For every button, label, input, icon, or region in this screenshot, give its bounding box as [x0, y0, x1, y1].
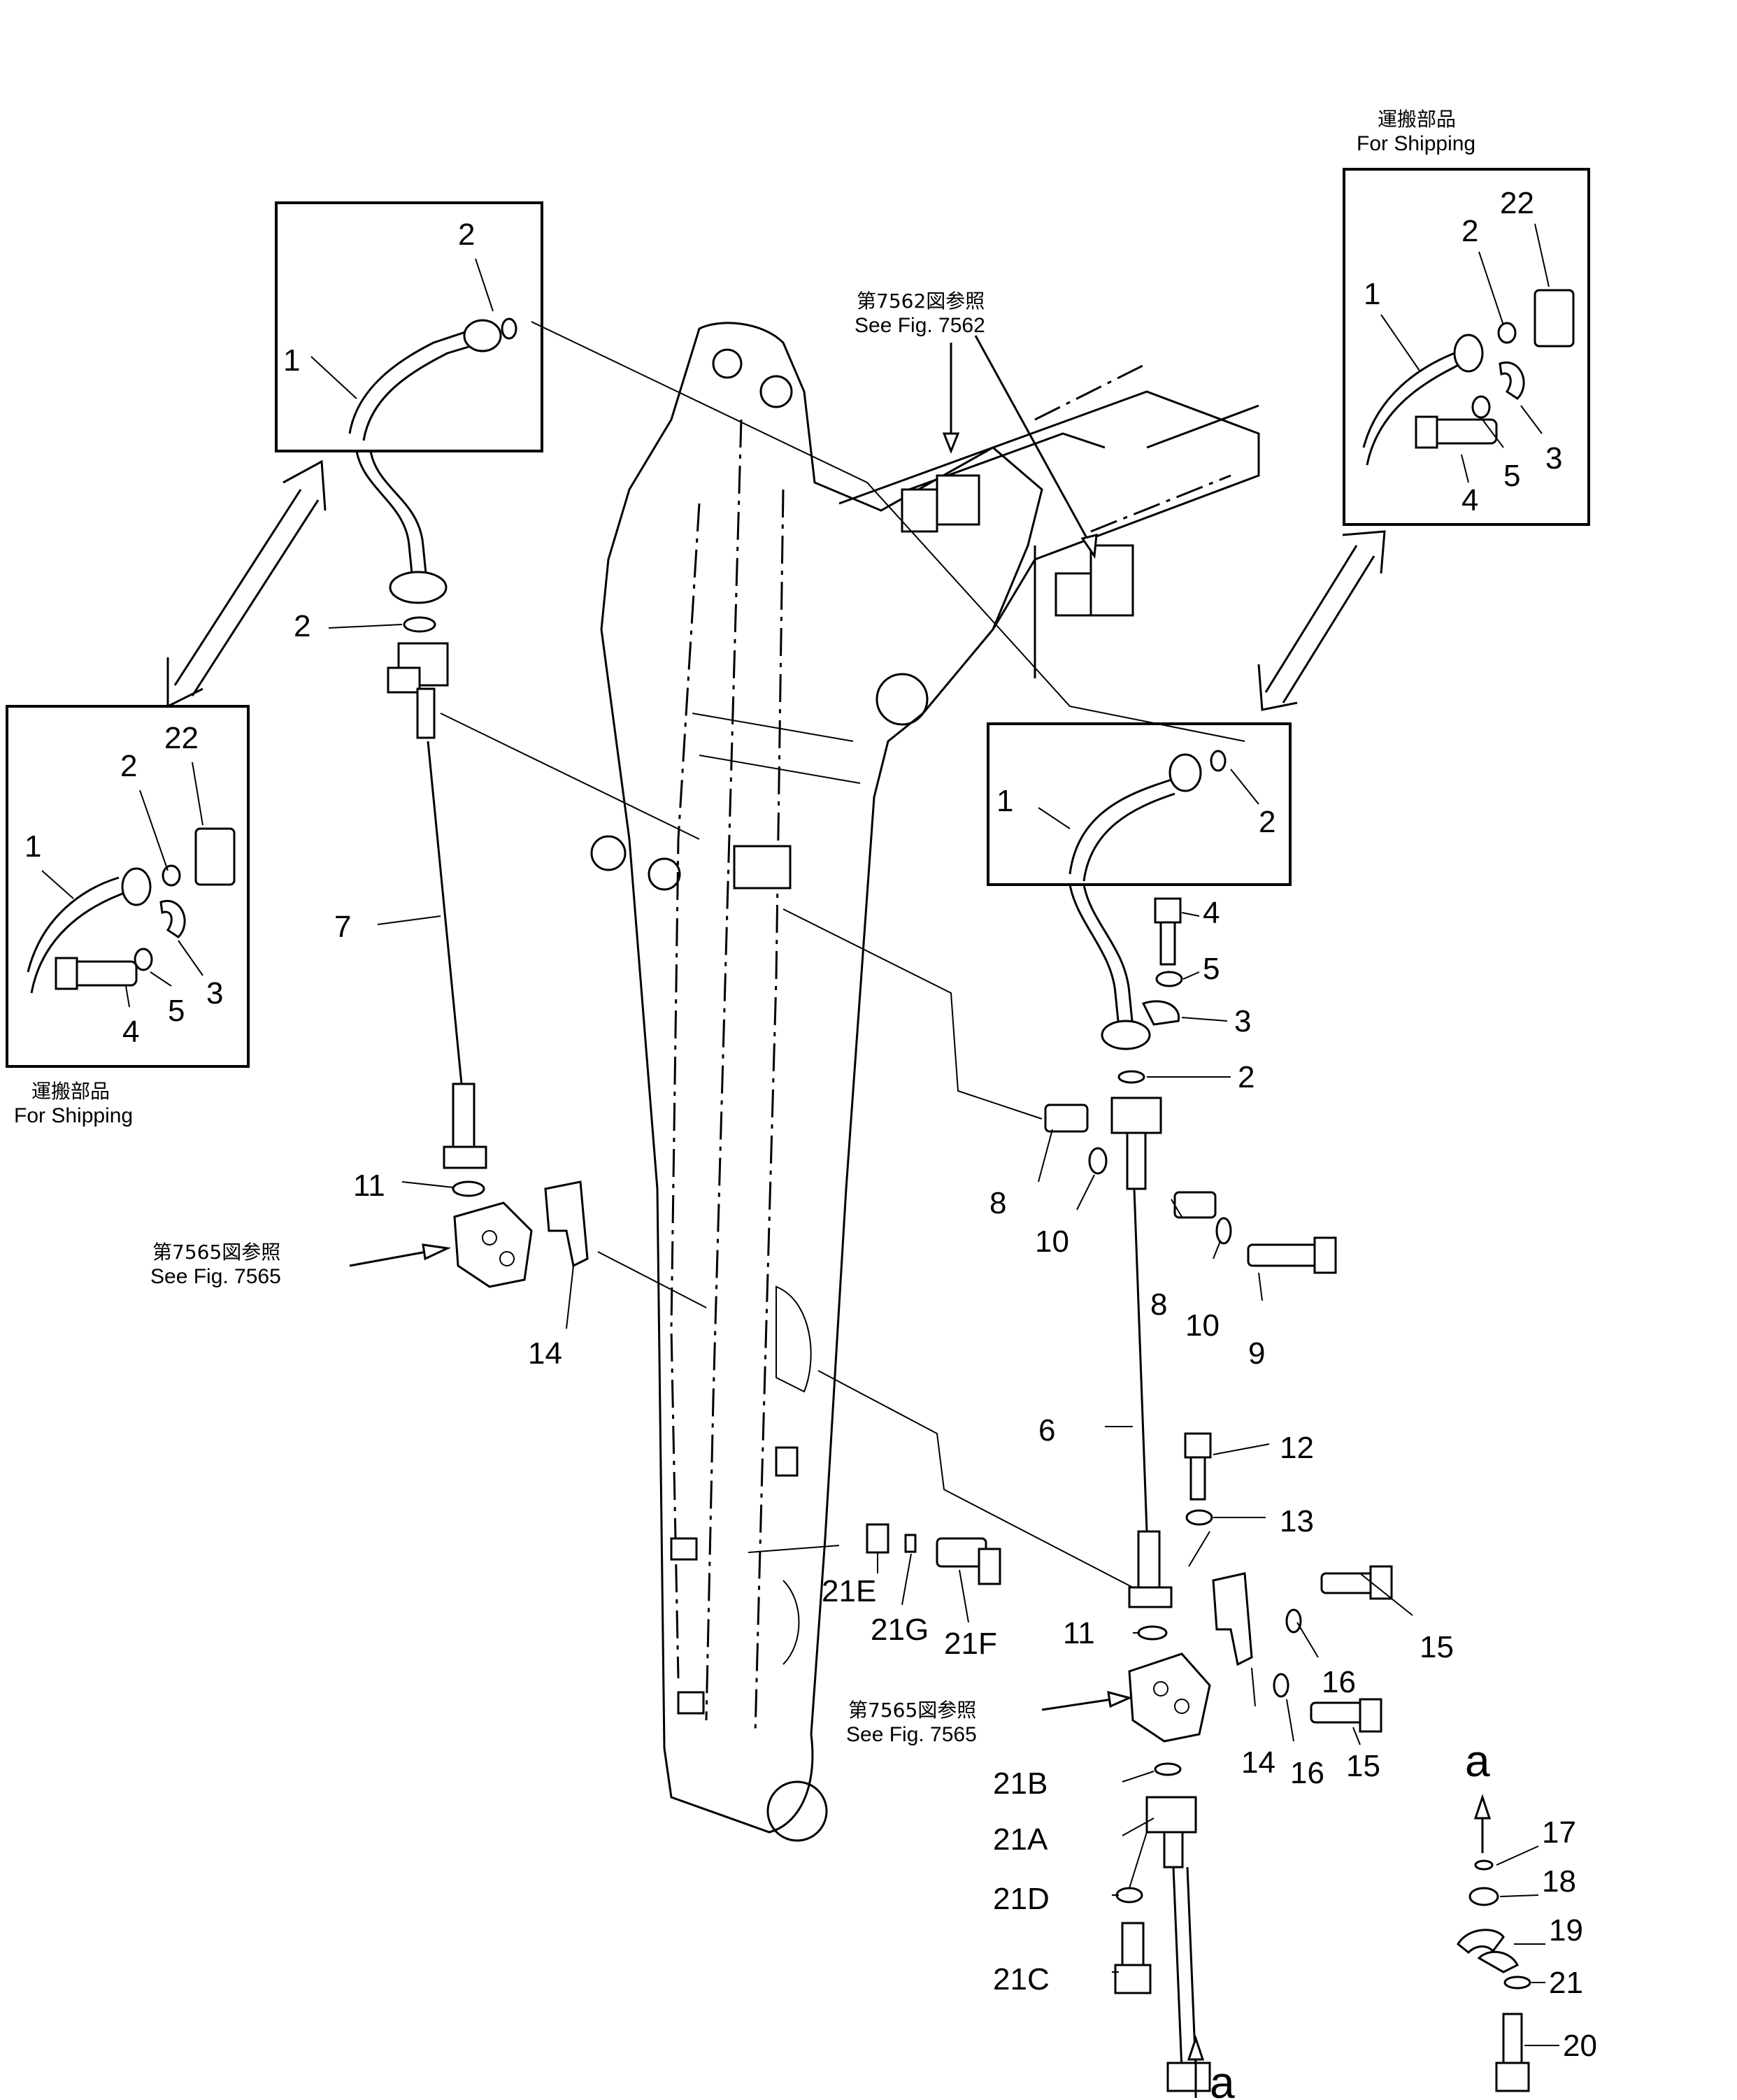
double-arrow-right [1257, 530, 1386, 711]
callout-9: 9 [1248, 1336, 1265, 1371]
callout-1: 1 [24, 829, 41, 864]
shipping-parts-right [1362, 289, 1575, 466]
callout-1: 1 [283, 343, 300, 378]
shipping-parts-left [27, 827, 236, 994]
callout-2: 2 [1461, 214, 1478, 248]
callout-a: a [1465, 1736, 1490, 1786]
callout-21G: 21G [871, 1613, 929, 1647]
callout-20: 20 [1563, 2029, 1597, 2063]
callout-16: 16 [1322, 1665, 1356, 1699]
hose-below-top-left [355, 450, 449, 739]
callout-6: 6 [1038, 1413, 1055, 1448]
note-ref-7565-left: 第7565図参照 See Fig. 7565 [150, 1241, 281, 1288]
callout-2: 2 [458, 217, 475, 252]
callout-14: 14 [528, 1336, 562, 1371]
callout-12: 12 [1280, 1431, 1314, 1465]
callout-5: 5 [1203, 952, 1220, 986]
note-for-shipping-right: 運搬部品 For Shipping [1357, 108, 1475, 155]
arrow-a-bottom [1187, 2035, 1205, 2098]
callout-5: 5 [1503, 459, 1520, 493]
callout-21E: 21E [822, 1574, 876, 1608]
boom-arm [590, 322, 1260, 1842]
callout-5: 5 [168, 994, 185, 1028]
callout-4: 4 [122, 1015, 139, 1049]
arrow-ref-7562 [942, 335, 1098, 559]
callout-4: 4 [1461, 483, 1478, 517]
fasteners-right-lower [1184, 1432, 1393, 1733]
note-for-shipping-jp: 運搬部品 [31, 1080, 110, 1103]
hose-1-right [1068, 750, 1227, 882]
callout-3: 3 [1234, 1004, 1251, 1038]
shipping-box-left [6, 705, 250, 1068]
callout-21A: 21A [993, 1822, 1048, 1857]
callout-1: 1 [996, 784, 1013, 818]
callout-2: 2 [1238, 1060, 1254, 1094]
callout-2: 2 [1259, 805, 1275, 839]
callout-1: 1 [1364, 277, 1380, 311]
note-for-shipping-jp: 運搬部品 [1378, 108, 1456, 131]
boom-top-fittings [733, 474, 1134, 890]
note-ref-7565-right: 第7565図参照 See Fig. 7565 [846, 1699, 977, 1746]
ref-7562-en: See Fig. 7562 [855, 314, 985, 337]
callout-10: 10 [1035, 1224, 1069, 1259]
callout-2: 2 [120, 749, 137, 783]
callout-21B: 21B [993, 1766, 1048, 1801]
shipping-box-right [1343, 168, 1590, 526]
callout-21C: 21C [993, 1962, 1050, 1997]
ref-7565-en: See Fig. 7565 [846, 1723, 977, 1746]
double-arrow-left [166, 459, 327, 708]
callout-4: 4 [1203, 896, 1220, 930]
valve-block-right [1128, 1652, 1211, 1743]
arrow-ref-7565-left [349, 1243, 452, 1267]
callout-8: 8 [989, 1186, 1006, 1220]
valve-block-left [453, 1201, 533, 1288]
callout-11: 11 [353, 1169, 385, 1203]
callout-a: a [1210, 2057, 1235, 2100]
callout-11: 11 [1063, 1616, 1095, 1650]
tube-7 [427, 741, 487, 1197]
note-for-shipping-en: For Shipping [1357, 132, 1475, 155]
note-for-shipping-en: For Shipping [14, 1104, 133, 1127]
callout-3: 3 [206, 976, 223, 1010]
detail-box-right [987, 722, 1292, 886]
callouts: 2 1 2 7 11 14 1 2 22 3 4 5 1 2 22 3 4 5 … [24, 186, 1597, 2100]
ref-7562-jp: 第7562図参照 [857, 290, 985, 313]
callout-22: 22 [164, 721, 199, 755]
note-for-shipping-left: 運搬部品 For Shipping [14, 1080, 133, 1127]
leader-lines [41, 223, 1559, 2046]
fasteners-right-upper [1044, 897, 1337, 1274]
ref-7565-en: See Fig. 7565 [150, 1265, 281, 1288]
arrow-a-up [1473, 1794, 1492, 1853]
callout-16: 16 [1290, 1756, 1324, 1790]
callout-19: 19 [1549, 1913, 1583, 1948]
fastener-stack-a [1457, 1859, 1531, 2092]
note-ref-7562: 第7562図参照 See Fig. 7562 [855, 290, 985, 337]
callout-10: 10 [1185, 1308, 1220, 1343]
hose-1-top-left [348, 317, 517, 441]
callout-8: 8 [1150, 1287, 1167, 1322]
callout-3: 3 [1545, 441, 1562, 476]
callout-2: 2 [294, 609, 310, 643]
bracket-14-left [544, 1180, 589, 1268]
callout-17: 17 [1542, 1815, 1576, 1850]
callout-14: 14 [1241, 1745, 1275, 1780]
callout-18: 18 [1542, 1864, 1576, 1899]
tube-6 [1128, 1188, 1173, 1641]
callout-21F: 21F [944, 1627, 997, 1661]
arrow-ref-7565-right [1041, 1690, 1133, 1711]
callout-13: 13 [1280, 1504, 1314, 1538]
ref-7565-jp: 第7565図参照 [152, 1241, 280, 1264]
hose-below-right [1068, 884, 1162, 1190]
callout-15: 15 [1346, 1749, 1380, 1783]
ref-7565-jp: 第7565図参照 [848, 1699, 976, 1722]
clamp-parts-21 [866, 1523, 1001, 1585]
tube-21a [1114, 1762, 1211, 2092]
callout-21: 21 [1549, 1966, 1583, 2000]
callout-7: 7 [334, 910, 351, 944]
callout-22: 22 [1500, 186, 1534, 220]
callout-21D: 21D [993, 1882, 1050, 1916]
callout-15: 15 [1420, 1630, 1454, 1664]
